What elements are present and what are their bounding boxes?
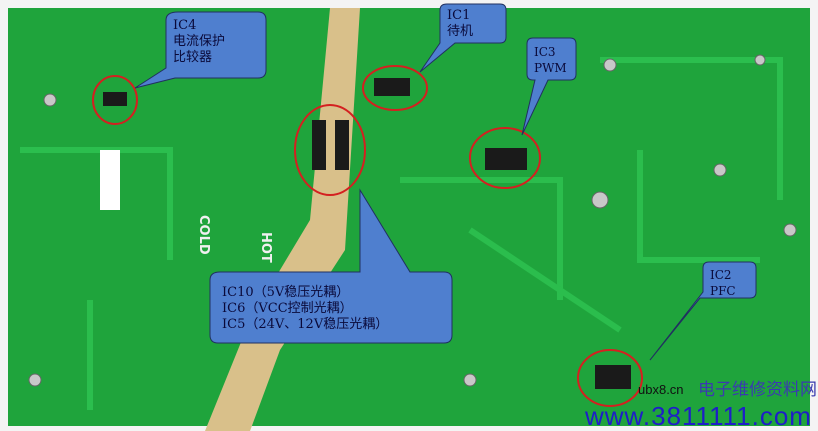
- ic4-description: 电流保护 比较器: [173, 34, 226, 65]
- solder-pads: [28, 54, 797, 387]
- white-component: [100, 150, 120, 210]
- ic1-label: IC1: [447, 8, 471, 23]
- cold-silkscreen: COLD: [196, 215, 211, 255]
- ic-chips: [103, 78, 631, 389]
- watermark-large: www.3811111.com: [585, 401, 812, 431]
- isolation-strip: [205, 8, 360, 431]
- ic3-description: PWM: [534, 61, 567, 75]
- highlight-circles: [92, 65, 643, 407]
- ic3-label: IC3: [534, 45, 556, 59]
- ic10-line: IC10（5V稳压光耦）: [222, 285, 350, 300]
- ic2-description: PFC: [710, 284, 736, 298]
- ic4-label: IC4: [173, 18, 197, 33]
- optocoupler-callout: IC10（5V稳压光耦）IC6（VCC控制光耦）IC5（24V、12V稳压光耦）: [215, 281, 395, 337]
- hot-silkscreen: HOT: [258, 232, 273, 263]
- ic2-label: IC2: [710, 268, 732, 282]
- watermark-cn: 电子维修资料网: [698, 380, 817, 400]
- ic6-line: IC6（VCC控制光耦）: [222, 301, 353, 316]
- pcb-substrate: [8, 8, 810, 426]
- ic5-line: IC5（24V、12V稳压光耦）: [222, 317, 389, 332]
- ic1-description: 待机: [447, 24, 474, 39]
- callout-shapes: [134, 3, 757, 361]
- watermark-small: ubx8.cn: [638, 382, 684, 397]
